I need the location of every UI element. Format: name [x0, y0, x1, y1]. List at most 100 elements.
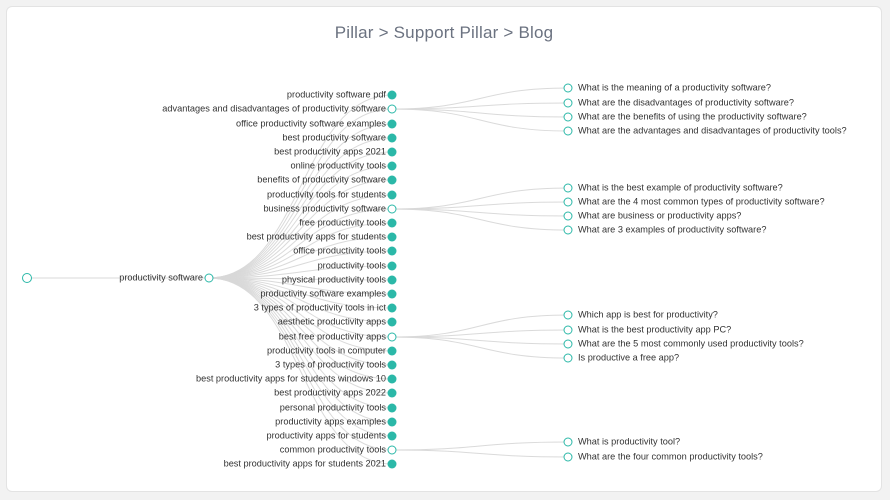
keyword-node-3-types-of-productivity-tools-in-ict[interactable]: [387, 303, 397, 313]
edge-hub-to-keyword-12: [208, 265, 393, 279]
question-label-1-3: What are 3 examples of productivity soft…: [578, 224, 767, 235]
keyword-node-physical-productivity-tools[interactable]: [387, 275, 397, 285]
edge-hub-to-keyword-4: [208, 151, 393, 279]
edge-keyword-2-to-question-2: [391, 336, 569, 345]
question-node-1-1[interactable]: [563, 197, 573, 207]
question-label-2-3: Is productive a free app?: [578, 352, 680, 363]
keyword-label-productivity-tools-for-students: productivity tools for students: [267, 189, 386, 200]
edge-hub-to-keyword-11: [208, 250, 393, 279]
graph-edges: [26, 87, 569, 465]
keyword-label-best-productivity-apps-2022: best productivity apps 2022: [274, 387, 386, 398]
keyword-label-best-productivity-apps-for-students-2021: best productivity apps for students 2021: [223, 458, 386, 469]
keyword-node-productivity-tools[interactable]: [387, 261, 397, 271]
edge-hub-to-keyword-16: [208, 277, 393, 323]
edge-keyword-2-to-question-3: [391, 336, 569, 359]
edge-keyword-1-to-question-1: [391, 201, 569, 210]
edge-hub-to-keyword-17: [208, 277, 393, 338]
question-label-2-1: What is the best productivity app PC?: [578, 324, 732, 335]
keyword-label-physical-productivity-tools: physical productivity tools: [281, 274, 386, 285]
edge-keyword-0-to-question-3: [391, 108, 569, 132]
keyword-node-best-free-productivity-apps[interactable]: [387, 332, 397, 342]
edge-hub-to-keyword-6: [208, 179, 393, 279]
keyword-node-office-productivity-software-examples[interactable]: [387, 119, 397, 129]
keyword-label-online-productivity-tools: online productivity tools: [290, 160, 387, 171]
keyword-node-productivity-tools-for-students[interactable]: [387, 190, 397, 200]
edge-keyword-0-to-question-0: [391, 87, 569, 110]
edge-hub-to-keyword-0: [208, 94, 393, 279]
question-node-3-1[interactable]: [563, 452, 573, 462]
edge-keyword-3-to-question-0: [391, 441, 569, 451]
keyword-label-benefits-of-productivity-software: benefits of productivity software: [257, 174, 386, 185]
question-node-0-3[interactable]: [563, 126, 573, 136]
edge-keyword-3-to-question-1: [391, 449, 569, 458]
keyword-node-online-productivity-tools[interactable]: [387, 161, 397, 171]
keyword-node-best-productivity-apps-2022[interactable]: [387, 388, 397, 398]
edge-hub-to-keyword-21: [208, 277, 393, 394]
breadcrumb: Pillar > Support Pillar > Blog: [334, 23, 554, 42]
keyword-node-advantages-and-disadvantages-of-productivity-sof[interactable]: [387, 104, 397, 114]
keyword-node-best-productivity-apps-for-students-windows-10[interactable]: [387, 374, 397, 384]
keyword-node-productivity-software-examples[interactable]: [387, 289, 397, 299]
root-node[interactable]: [22, 273, 32, 283]
question-label-0-2: What are the benefits of using the produ…: [578, 111, 807, 122]
keyword-node-productivity-apps-for-students[interactable]: [387, 431, 397, 441]
keyword-label-productivity-software-examples: productivity software examples: [260, 288, 386, 299]
question-node-0-1[interactable]: [563, 98, 573, 108]
question-label-2-0: Which app is best for productivity?: [578, 309, 718, 320]
keyword-label-office-productivity-tools: office productivity tools: [293, 245, 386, 256]
keyword-label-productivity-apps-for-students: productivity apps for students: [266, 430, 386, 441]
keyword-node-common-productivity-tools[interactable]: [387, 445, 397, 455]
edge-hub-to-keyword-10: [208, 236, 393, 279]
question-node-1-3[interactable]: [563, 225, 573, 235]
question-node-2-3[interactable]: [563, 353, 573, 363]
keyword-node-business-productivity-software[interactable]: [387, 204, 397, 214]
keyword-node-best-productivity-software[interactable]: [387, 133, 397, 143]
keyword-graph: productivity software productivity softwa…: [7, 7, 881, 491]
keyword-node-free-productivity-tools[interactable]: [387, 218, 397, 228]
edge-hub-to-keyword-1: [208, 108, 393, 279]
edge-hub-to-keyword-26: [208, 277, 393, 465]
question-label-3-1: What are the four common productivity to…: [578, 451, 763, 462]
edge-keyword-1-to-question-2: [391, 208, 569, 217]
edge-hub-to-keyword-9: [208, 222, 393, 279]
keyword-node-best-productivity-apps-for-students[interactable]: [387, 232, 397, 242]
keyword-label-best-productivity-software: best productivity software: [282, 132, 386, 143]
question-label-1-0: What is the best example of productivity…: [578, 182, 783, 193]
keyword-node-best-productivity-apps-for-students-2021[interactable]: [387, 459, 397, 469]
edge-hub-to-keyword-15: [208, 277, 393, 309]
edge-keyword-2-to-question-0: [391, 314, 569, 338]
edge-keyword-0-to-question-2: [391, 108, 569, 118]
question-label-0-3: What are the advantages and disadvantage…: [578, 125, 847, 136]
keyword-node-productivity-software-pdf[interactable]: [387, 90, 397, 100]
question-node-2-1[interactable]: [563, 325, 573, 335]
keyword-node-office-productivity-tools[interactable]: [387, 246, 397, 256]
question-label-0-1: What are the disadvantages of productivi…: [578, 97, 795, 108]
edge-hub-to-keyword-8: [208, 208, 393, 279]
keyword-node-best-productivity-apps-2021[interactable]: [387, 147, 397, 157]
question-node-2-0[interactable]: [563, 310, 573, 320]
keyword-node-personal-productivity-tools[interactable]: [387, 403, 397, 413]
edge-keyword-2-to-question-1: [391, 329, 569, 338]
keyword-node-aesthetic-productivity-apps[interactable]: [387, 317, 397, 327]
edge-hub-to-keyword-3: [208, 137, 393, 279]
keyword-label-office-productivity-software-examples: office productivity software examples: [236, 118, 386, 129]
hub-node[interactable]: [204, 273, 214, 283]
keyword-label-advantages-and-disadvantages-of-productivity-sof: advantages and disadvantages of producti…: [162, 103, 386, 114]
question-node-0-2[interactable]: [563, 112, 573, 122]
hub-label: productivity software: [119, 272, 203, 283]
question-node-0-0[interactable]: [563, 83, 573, 93]
question-node-2-2[interactable]: [563, 339, 573, 349]
edge-keyword-0-to-question-1: [391, 102, 569, 110]
keyword-node-productivity-apps-examples[interactable]: [387, 417, 397, 427]
keyword-node-3-types-of-productivity-tools[interactable]: [387, 360, 397, 370]
keyword-label-best-productivity-apps-2021: best productivity apps 2021: [274, 146, 386, 157]
edge-hub-to-keyword-13: [208, 277, 393, 281]
question-node-3-0[interactable]: [563, 437, 573, 447]
keyword-label-3-types-of-productivity-tools: 3 types of productivity tools: [275, 359, 386, 370]
keyword-node-benefits-of-productivity-software[interactable]: [387, 175, 397, 185]
keyword-node-productivity-tools-in-computer[interactable]: [387, 346, 397, 356]
keyword-label-personal-productivity-tools: personal productivity tools: [279, 402, 386, 413]
question-node-1-2[interactable]: [563, 211, 573, 221]
question-node-1-0[interactable]: [563, 183, 573, 193]
